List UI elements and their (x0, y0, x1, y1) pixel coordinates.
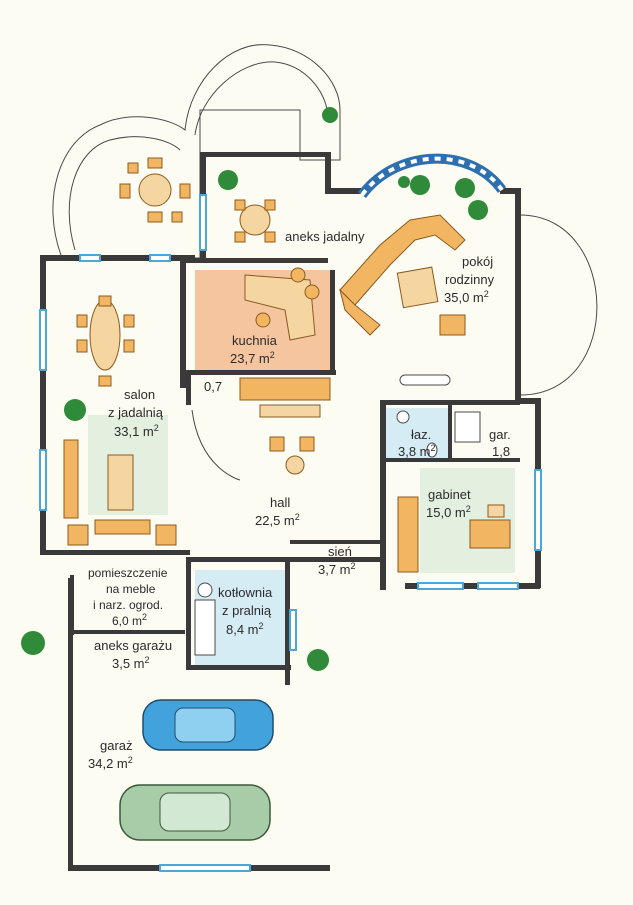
terrace-table (119, 157, 191, 223)
label-garaz-area: 34,2 m2 (88, 755, 133, 771)
labels: aneks jadalny pokój rodzinny 35,0 m2 kuc… (88, 229, 511, 771)
label-kotlownia-1: kotłownia (218, 585, 273, 600)
label-kuchnia-area: 23,7 m2 (230, 350, 275, 366)
label-pokoj-2: rodzinny (445, 272, 495, 287)
label-hall: hall (270, 495, 290, 510)
label-gabinet: gabinet (428, 487, 471, 502)
label-gar: gar. (489, 427, 511, 442)
bath-floor (386, 408, 448, 458)
salon-dining-table (76, 295, 135, 387)
hall-furniture (191, 404, 321, 481)
label-kotlownia-area: 8,4 m2 (226, 621, 264, 637)
terrace-outline (52, 44, 341, 259)
label-wnek-area: 0,7 (204, 379, 222, 394)
label-pomieszczenie-area: 6,0 m2 (112, 612, 147, 628)
label-pomieszczenie-2: na meble (106, 582, 156, 596)
car-blue (142, 699, 274, 751)
label-gabinet-area: 15,0 m2 (426, 504, 471, 520)
label-pomieszczenie-1: pomieszczenie (88, 566, 168, 580)
label-kotlownia-2: z pralnią (222, 603, 272, 618)
label-aneks-garazu-area: 3,5 m2 (112, 655, 150, 671)
dining-nook-table (234, 199, 276, 243)
label-aneks-jadalny: aneks jadalny (285, 229, 365, 244)
car-green (119, 784, 271, 841)
label-hall-area: 22,5 m2 (255, 512, 300, 528)
family-room-sofa (339, 214, 466, 386)
bath-fixtures (396, 410, 481, 458)
label-sien-area: 3,7 m2 (318, 561, 356, 577)
label-pomieszczenie-3: i narz. ogrod. (93, 598, 163, 612)
label-laz: łaz. (411, 427, 431, 442)
label-sien: sień (328, 544, 352, 559)
label-pokoj-1: pokój (462, 254, 493, 269)
label-salon-1: salon (124, 387, 155, 402)
label-salon-area: 33,1 m2 (114, 423, 159, 439)
label-gar-area: 1,8 (492, 444, 510, 459)
office-furniture (397, 496, 511, 573)
label-pokoj-area: 35,0 m2 (444, 289, 489, 305)
kitchen-island (239, 267, 331, 401)
label-kuchnia: kuchnia (232, 333, 278, 348)
plants (21, 107, 488, 671)
boiler-fixtures (194, 582, 216, 656)
label-garaz: garaż (100, 738, 133, 753)
salon-sofa (63, 439, 177, 546)
label-aneks-garazu: aneks garażu (94, 638, 172, 653)
label-salon-2: z jadalnią (108, 405, 164, 420)
right-terrace-outline (519, 214, 598, 396)
label-laz-area: 3,8 m2 (398, 443, 436, 459)
windows (39, 194, 542, 872)
bay-window (357, 153, 507, 199)
